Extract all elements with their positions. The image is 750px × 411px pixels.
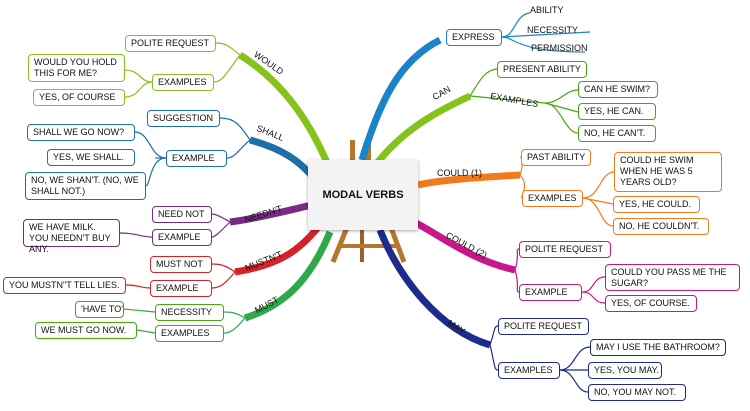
can-example-node: NO, HE CAN'T. [578,125,656,142]
neednt-example-node: EXAMPLE [152,229,212,246]
shall-example-text: YES, WE SHALL. [47,149,135,166]
could1-examples-node: EXAMPLES [522,190,583,207]
may-examples-node: EXAMPLES [498,362,560,379]
could1-example-node: NO, HE COULDN'T. [613,218,709,235]
shall-example-node: EXAMPLE [166,150,227,167]
could1-example-node: COULD HE SWIM WHEN HE WAS 5 YEARS OLD? [614,152,722,192]
branch-label-could1: COULD (1) [437,168,483,178]
neednt-example-text: WE HAVE MILK. YOU NEEDN'T BUY ANY. [23,219,120,254]
mustnt-example-node: EXAMPLE [150,280,212,297]
must-example-text: WE MUST GO NOW. [35,322,137,339]
central-topic-title: MODAL VERBS [322,189,404,201]
could2-example-text: YES, OF COURSE. [605,295,697,312]
can-present-ability-node: PRESENT ABILITY [497,61,587,78]
must-necessity-node: NECESSITY [155,304,224,321]
can-example-node: YES, HE CAN. [578,103,656,120]
can-express-item: PERMISSION [531,43,588,53]
could2-example-text: COULD YOU PASS ME THE SUGAR? [605,264,740,291]
can-example-node: CAN HE SWIM? [578,81,658,98]
may-example-node: YES, YOU MAY. [588,362,662,379]
would-example-node: WOULD YOU HOLD THIS FOR ME? [28,54,125,82]
can-express-node: EXPRESS [446,29,502,46]
shall-example-text: SHALL WE GO NOW? [27,124,135,141]
must-examples-node: EXAMPLES [155,325,224,342]
would-example-node: YES, OF COURSE [33,89,125,106]
can-express-item: ABILITY [530,5,564,15]
may-example-node: NO, YOU MAY NOT. [588,384,686,401]
could2-polite-request-node: POLITE REQUEST [519,241,611,258]
may-polite-request-node: POLITE REQUEST [498,318,589,335]
would-examples-node: EXAMPLES [152,74,214,91]
shall-suggestion-node: SUGGESTION [147,110,220,127]
can-express-item: NECESSITY [527,25,579,35]
could1-past-ability-node: PAST ABILITY [521,149,591,166]
must-have-to-node: 'HAVE TO' [75,301,124,318]
could1-example-node: YES, HE COULD. [613,196,700,213]
mustnt-example-text: YOU MUSTN"T TELL LIES. [3,277,126,294]
mustnt-must-not-node: MUST NOT [150,256,212,273]
central-topic: MODAL VERBS [308,160,418,230]
shall-example-text: NO, WE SHAN'T. (NO, WE SHALL NOT.) [25,172,146,200]
may-example-node: MAY I USE THE BATHROOM? [590,339,726,356]
could2-example-node: EXAMPLE [519,284,582,301]
neednt-need-not-node: NEED NOT [152,206,212,223]
would-polite-request-node: POLITE REQUEST [125,35,216,52]
